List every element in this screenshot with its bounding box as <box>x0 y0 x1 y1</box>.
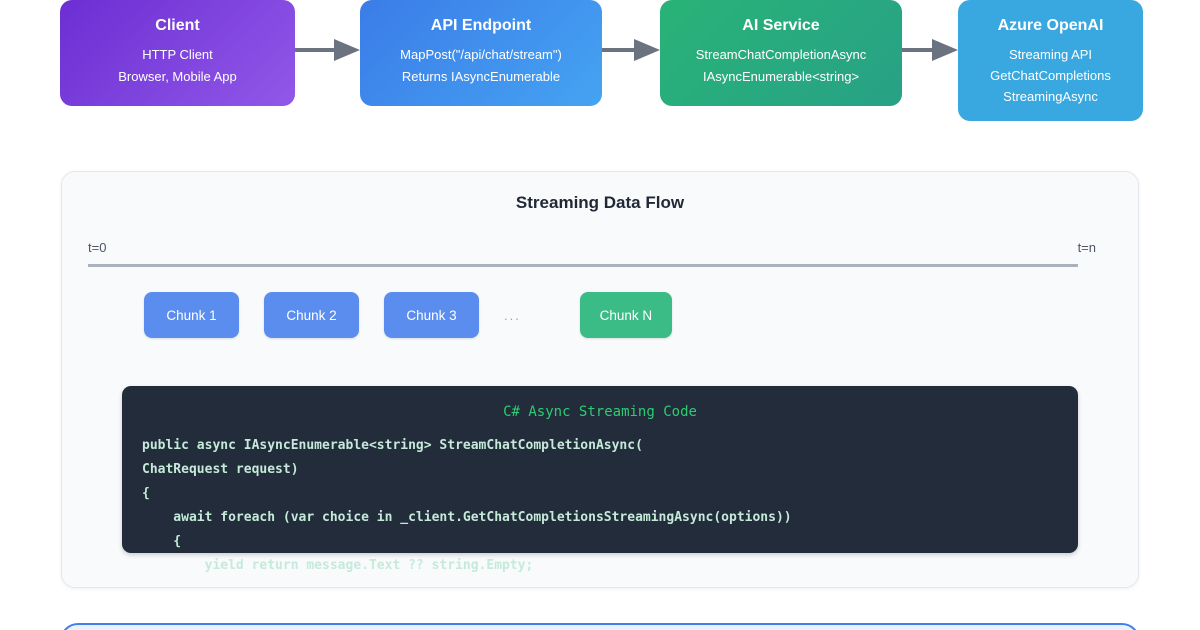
azure-box-line: GetChatCompletions StreamingAsync <box>990 68 1111 104</box>
ai-box-title: AI Service <box>742 17 820 34</box>
code-line: ChatRequest request) <box>142 462 299 477</box>
api-box-title: API Endpoint <box>430 17 532 34</box>
arrow-right-icon <box>295 39 360 61</box>
chunk-box: Chunk 1 <box>144 292 239 338</box>
azure-box-line: Streaming API <box>1008 47 1093 62</box>
timeline: t=0 t=n <box>88 240 1112 267</box>
client-box-line: HTTP Client <box>142 47 213 62</box>
arrow-shaft <box>295 48 334 52</box>
streaming-data-flow-panel: Streaming Data Flow t=0 t=n Chunk 1 Chun… <box>61 171 1139 588</box>
timeline-labels: t=0 t=n <box>88 240 1112 255</box>
panel-title: Streaming Data Flow <box>515 193 685 212</box>
code-line: { <box>142 534 182 549</box>
arrow-right-icon <box>602 39 660 61</box>
flow-box-client: Client HTTP Client Browser, Mobile App <box>60 0 295 106</box>
arrow-head <box>932 39 958 61</box>
arrow-head <box>334 39 360 61</box>
ai-box-line: StreamChatCompletionAsync <box>695 47 867 62</box>
azure-box-title: Azure OpenAI <box>997 17 1104 34</box>
chunks-row: Chunk 1 Chunk 2 Chunk 3 ... Chunk N <box>144 292 1112 338</box>
timeline-line <box>88 264 1078 267</box>
code-block-title: C# Async Streaming Code <box>503 404 697 420</box>
api-box-line: Returns IAsyncEnumerable <box>401 69 561 84</box>
api-box-line: MapPost("/api/chat/stream") <box>400 47 562 62</box>
flow-box-ai-service: AI Service StreamChatCompletionAsync IAs… <box>660 0 902 106</box>
ai-box-line: IAsyncEnumerable<string> <box>702 69 860 84</box>
chunk-box: Chunk 2 <box>264 292 359 338</box>
chunks-ellipsis: ... <box>504 307 521 323</box>
arrow-right-icon <box>902 39 958 61</box>
flow-box-azure-openai: Azure OpenAI Streaming API GetChatComple… <box>958 0 1143 121</box>
timeline-start-label: t=0 <box>88 240 107 255</box>
timeline-end-label: t=n <box>1077 240 1096 255</box>
code-block: C# Async Streaming Code public async IAs… <box>122 386 1078 573</box>
bottom-panel <box>60 623 1140 630</box>
flow-box-api-endpoint: API Endpoint MapPost("/api/chat/stream")… <box>360 0 602 106</box>
arrow-shaft <box>902 48 932 52</box>
arrow-shaft <box>602 48 634 52</box>
code-line: { <box>142 486 150 501</box>
chunk-box: Chunk N <box>579 292 672 338</box>
code-line: yield return message.Text ?? string.Empt… <box>142 558 534 573</box>
client-box-title: Client <box>155 17 200 34</box>
architecture-flow-row: Client HTTP Client Browser, Mobile App A… <box>60 0 1200 121</box>
arrow-head <box>634 39 660 61</box>
client-box-line: Browser, Mobile App <box>118 69 237 84</box>
code-line: await foreach (var choice in _client.Get… <box>142 510 792 525</box>
chunk-box: Chunk 3 <box>384 292 479 338</box>
code-line: public async IAsyncEnumerable<string> St… <box>142 438 643 453</box>
